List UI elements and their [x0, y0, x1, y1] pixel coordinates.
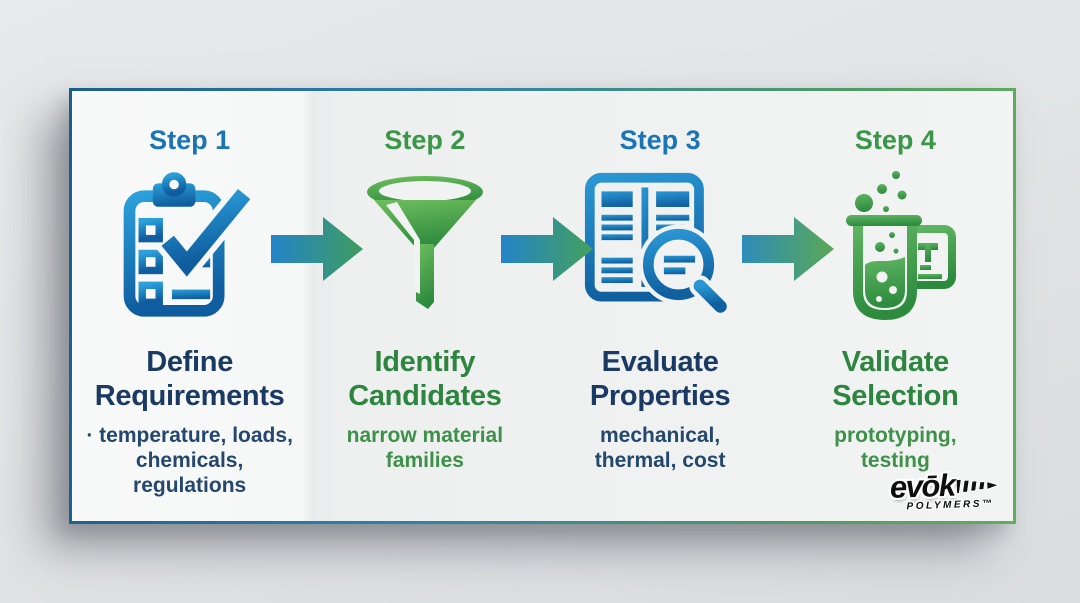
document-magnifier-icon: [585, 172, 732, 318]
step-1-icon-wrap: [121, 159, 259, 331]
step-3-label: Step 3: [619, 125, 701, 155]
funnel-icon: [366, 176, 483, 309]
step-2-label: Step 2: [384, 125, 466, 155]
step-3-icon-wrap: [582, 159, 738, 331]
brand-logo: evōk POLYMERS™: [890, 466, 1000, 513]
step-2-column: Step 2 Identify Candidates narrow mate: [307, 91, 542, 521]
step-1-column: Step 1: [72, 91, 307, 521]
step-2-icon-wrap: [360, 159, 490, 331]
step-4-column: Step 4: [778, 91, 1013, 521]
step-columns: Step 1: [72, 91, 1013, 521]
step-4-label: Step 4: [854, 125, 936, 155]
step-3-subtitle: mechanical, thermal, cost: [594, 424, 726, 472]
step-4-title: Validate Selection: [832, 346, 959, 412]
brand-logo-row: evōk: [890, 466, 1000, 506]
step-1-label: Step 1: [149, 125, 231, 155]
step-1-subtitle: · temperature, loads, chemicals, regulat…: [86, 424, 293, 497]
process-flow-panel: Step 1: [69, 88, 1016, 524]
step-4-icon-wrap: [830, 159, 960, 331]
step-1-title: Define Requirements: [94, 346, 285, 412]
screw-icon: [956, 478, 1000, 495]
step-2-title: Identify Candidates: [348, 346, 502, 412]
step-2-subtitle: narrow material families: [346, 424, 504, 472]
step-4-subtitle: prototyping, testing: [834, 424, 957, 472]
clipboard-checklist-icon: [123, 172, 255, 317]
arrow-right-icon: [271, 217, 363, 281]
test-tube-icon: [846, 170, 957, 320]
arrow-right-icon: [742, 217, 834, 281]
arrow-right-icon: [501, 217, 593, 281]
step-3-column: Step 3: [543, 91, 778, 521]
step-3-title: Evaluate Properties: [589, 346, 731, 412]
